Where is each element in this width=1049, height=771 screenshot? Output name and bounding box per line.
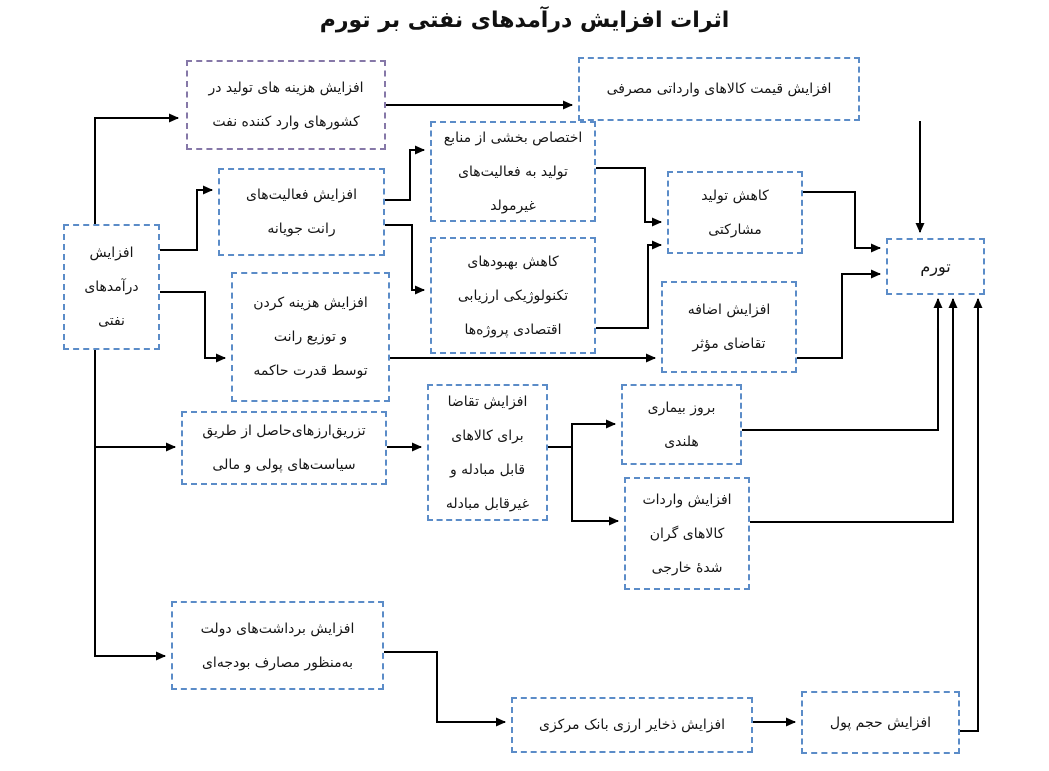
arrow-tech-improvements-to-participatory-production	[596, 240, 662, 329]
arrow-participatory-production-to-inflation	[803, 191, 881, 253]
arrow-tradable-demand-to-expensive-imports	[548, 446, 619, 526]
arrow-unproductive-allocation-to-participatory-production	[596, 167, 662, 227]
arrow-tradable-demand-to-dutch-disease	[548, 419, 616, 448]
node-rent-seeking: افزایش فعالیت‌های رانت جویانه	[218, 168, 385, 256]
node-money-supply: افزایش حجم پول	[801, 691, 960, 754]
node-expensive-imports: افزایش واردات کالاهای گران شدهٔ خارجی	[624, 477, 750, 590]
node-government-withdrawals: افزایش برداشت‌های دولت به‌منظور مصارف بو…	[171, 601, 384, 690]
node-imported-goods-prices: افزایش قیمت کالاهای وارداتی مصرفی	[578, 57, 860, 121]
arrow-excess-demand-to-inflation	[797, 269, 881, 359]
diagram-title: اثرات افزایش درآمدهای نفتی بر تورم	[319, 8, 730, 33]
node-excess-demand: افزایش اضافه تقاضای مؤثر	[661, 281, 797, 373]
arrow-money-supply-to-inflation	[960, 298, 983, 732]
node-tech-improvements: کاهش بهبودهای تکنولوژیکی ارزیابی اقتصادی…	[430, 237, 596, 354]
arrow-oil-revenues-to-rent-distribution	[160, 291, 226, 363]
arrow-oil-revenues-to-government-withdrawals	[94, 447, 166, 661]
arrow-rent-seeking-to-unproductive-allocation	[385, 145, 425, 201]
node-production-costs: افزایش هزینه های تولید در کشورهای وارد ک…	[186, 60, 386, 150]
node-dutch-disease: بروز بیماری هلندی	[621, 384, 742, 465]
node-fx-reserves: افزایش ذخایر ارزی بانک مرکزی	[511, 697, 753, 753]
node-inflation: تورم	[886, 238, 985, 295]
node-currency-injection: تزریق‌ارزهای‌حاصل از طریق سیاست‌های پولی…	[181, 411, 387, 485]
arrow-oil-revenues-to-rent-seeking	[160, 185, 213, 251]
node-tradable-demand: افزایش تقاضا برای کالاهای قابل مبادله و …	[427, 384, 548, 521]
arrow-rent-seeking-to-tech-improvements	[385, 224, 425, 295]
arrow-oil-revenues-to-production-costs	[94, 113, 179, 226]
node-rent-distribution: افزایش هزینه کردن و توزیع رانت توسط قدرت…	[231, 272, 390, 402]
node-oil-revenues: افزایش درآمدهای نفتی	[63, 224, 160, 350]
node-unproductive-allocation: اختصاص بخشی از منابع تولید به فعالیت‌های…	[430, 121, 596, 222]
arrow-oil-revenues-to-currency-injection	[94, 350, 176, 452]
node-participatory-production: کاهش تولید مشارکتی	[667, 171, 803, 254]
arrow-government-withdrawals-to-fx-reserves	[384, 651, 506, 727]
